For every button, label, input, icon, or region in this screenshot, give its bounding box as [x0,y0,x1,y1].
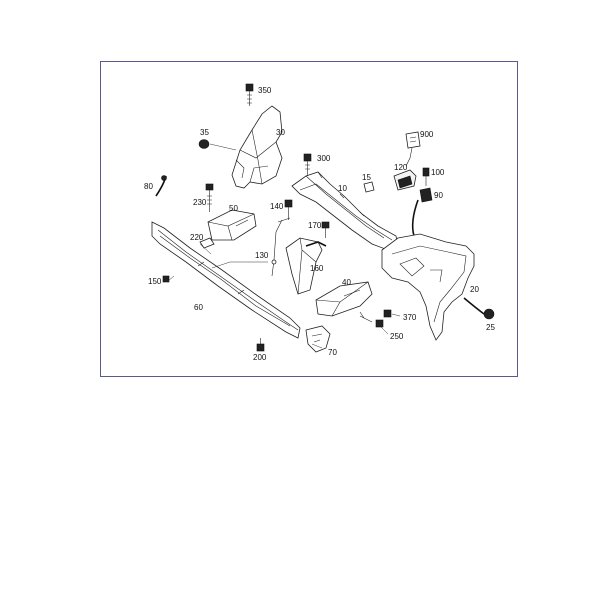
bolt-350-icon [245,83,254,106]
part-labels: 350 35 30 900 300 10 15 120 100 80 90 23… [144,86,495,362]
sensor-900 [405,131,421,167]
clip-15-icon [363,181,375,193]
label-130: 130 [255,251,269,260]
bracket-40 [315,281,373,317]
label-150: 150 [148,277,162,286]
label-160: 160 [310,264,324,273]
bolt-100-icon [422,167,430,186]
grommet-25-icon [483,308,495,320]
clip-220-icon [199,237,215,249]
latch-120 [393,169,417,191]
label-370: 370 [403,313,417,322]
rod-130 [271,217,291,277]
bracket-70 [305,325,331,353]
bolt-230-icon [205,183,214,212]
label-15: 15 [362,173,371,182]
label-100: 100 [431,168,445,177]
label-40: 40 [342,278,351,287]
label-200: 200 [253,353,267,362]
label-10: 10 [338,184,347,193]
bumper-beam-60 [151,221,301,339]
label-900: 900 [420,130,434,139]
bracket-50 [207,209,257,241]
label-60: 60 [194,303,203,312]
label-50: 50 [229,204,238,213]
label-230: 230 [193,198,207,207]
bracket-160 [285,237,327,295]
diagram-frame [100,61,518,377]
wire-80 [155,175,167,197]
label-350: 350 [258,86,272,95]
label-220: 220 [190,233,204,242]
bolt-150-icon [162,275,170,283]
bolt-170-icon [321,221,330,238]
label-70: 70 [328,348,337,357]
grommet-35-icon [198,139,237,151]
bolt-300-icon [303,153,312,176]
label-20: 20 [470,285,479,294]
bolt-370-icon [383,309,392,318]
label-170: 170 [308,221,322,230]
bolt-200-icon [256,338,265,352]
label-25: 25 [486,323,495,332]
label-250: 250 [390,332,404,341]
label-35: 35 [200,128,209,137]
label-300: 300 [317,154,331,163]
label-140: 140 [270,202,284,211]
connector-90-icon [411,187,433,237]
label-120: 120 [394,163,408,172]
leader-lines [167,243,401,349]
bracket-30 [231,105,283,189]
carrier-20 [381,233,485,341]
label-30: 30 [276,128,285,137]
label-90: 90 [434,191,443,200]
bolt-140-icon [284,199,293,220]
bolt-250-icon [359,311,384,328]
label-80: 80 [144,182,153,191]
